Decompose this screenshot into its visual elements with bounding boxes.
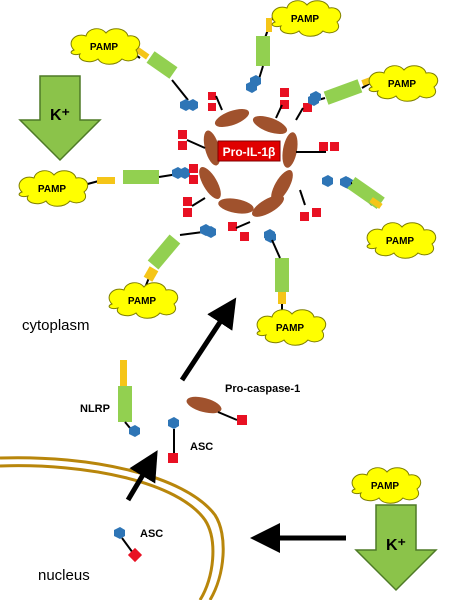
asc-label-bottom: ASC bbox=[140, 528, 163, 540]
nlrp-label: NLRP bbox=[80, 403, 110, 415]
pyd-domains bbox=[172, 75, 351, 241]
pro-caspase-monomer bbox=[186, 396, 247, 425]
k-plus-arrow-top: K⁺ bbox=[18, 75, 102, 162]
arrow-asc-up bbox=[125, 450, 158, 502]
pro-caspase-ring bbox=[199, 108, 298, 217]
arrow-to-assembly bbox=[179, 297, 237, 382]
k-plus-label-top: K⁺ bbox=[50, 107, 70, 124]
k-plus-label-bottom: K⁺ bbox=[386, 537, 406, 554]
pamp-label-4: PAMP bbox=[38, 184, 66, 195]
pro-caspase-label: Pro-caspase-1 bbox=[225, 383, 300, 395]
pamp-label-5: PAMP bbox=[386, 236, 414, 247]
pamp-label-8: PAMP bbox=[371, 481, 399, 492]
nucleus-label: nucleus bbox=[38, 567, 90, 584]
pamp-label-7: PAMP bbox=[276, 323, 304, 334]
k-plus-arrow-bottom: K⁺ bbox=[354, 504, 438, 592]
pro-il1b-box: Pro-IL-1β bbox=[217, 140, 281, 162]
nuclear-membrane bbox=[0, 456, 225, 600]
pro-il1b-label: Pro-IL-1β bbox=[223, 145, 276, 159]
flow-arrows bbox=[125, 297, 346, 553]
pamp-label-6: PAMP bbox=[128, 296, 156, 307]
pamp-label-2: PAMP bbox=[291, 14, 319, 25]
asc-ring-units bbox=[178, 81, 353, 243]
nlrp-monomer bbox=[118, 360, 140, 437]
pamp-label-3: PAMP bbox=[388, 79, 416, 90]
pamp-labels: PAMP PAMP PAMP PAMP PAMP PAMP PAMP PAMP bbox=[38, 14, 416, 492]
nlrp-spokes bbox=[79, 17, 385, 310]
asc-label-top: ASC bbox=[190, 441, 213, 453]
pamp-clouds bbox=[18, 0, 439, 504]
asc-monomer-top bbox=[168, 417, 179, 463]
cytoplasm-label: cytoplasm bbox=[22, 317, 90, 334]
asc-monomer-nucleus bbox=[114, 527, 143, 563]
pamp-label-1: PAMP bbox=[90, 42, 118, 53]
